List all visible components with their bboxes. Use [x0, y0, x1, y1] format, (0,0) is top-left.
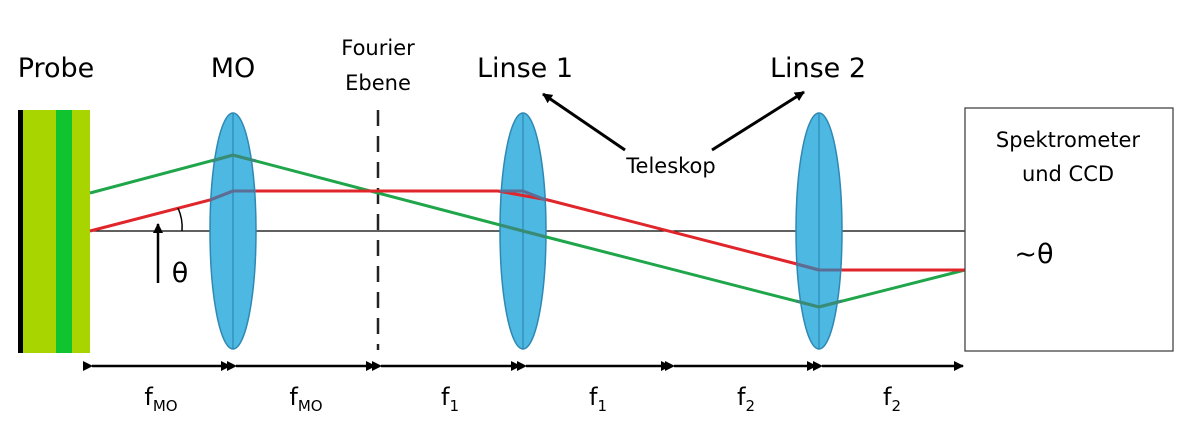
red-ray-in-lens-2	[795, 262, 842, 272]
teleskop-arrow-right	[711, 90, 805, 152]
red-ray-in-lens-mo	[209, 189, 256, 202]
spectrometer-box	[964, 107, 1174, 352]
linse-1-label: Linse 1	[477, 53, 573, 84]
sample-probe	[18, 110, 90, 353]
dim-label-3: f1	[441, 383, 459, 415]
linse-2-label: Linse 2	[770, 53, 866, 84]
probe-label: Probe	[18, 53, 95, 84]
theta-approx-label: ~θ	[1014, 239, 1053, 270]
teleskop-label: Teleskop	[625, 154, 715, 178]
theta-label: θ	[172, 258, 189, 289]
dim-label-4: f1	[589, 383, 607, 415]
fourier-label-line1: Fourier	[341, 36, 415, 60]
dim-label-6: f2	[883, 383, 901, 415]
green-ray-in-lens-2	[795, 299, 843, 309]
teleskop-arrow-left	[542, 92, 626, 152]
mo-label: MO	[211, 53, 256, 84]
green-ray-in-lens-mo	[211, 153, 257, 163]
lens-linse-2	[795, 112, 843, 350]
spektrometer-label-line1: Spektrometer	[996, 128, 1141, 152]
angle-arc	[177, 207, 183, 232]
dim-label-1: fMO	[144, 383, 177, 415]
fourier-label-line2: Ebene	[345, 71, 411, 95]
dim-label-2: fMO	[289, 383, 322, 415]
sample-layer-middle	[56, 110, 72, 353]
dim-label-5: f2	[737, 383, 755, 415]
green-ray-in-lens-1	[499, 223, 547, 239]
red-ray-in-lens-1	[500, 189, 547, 202]
lens-mo	[209, 112, 257, 350]
spektrometer-label-line2: und CCD	[1022, 162, 1114, 186]
sample-substrate-edge	[18, 110, 23, 353]
